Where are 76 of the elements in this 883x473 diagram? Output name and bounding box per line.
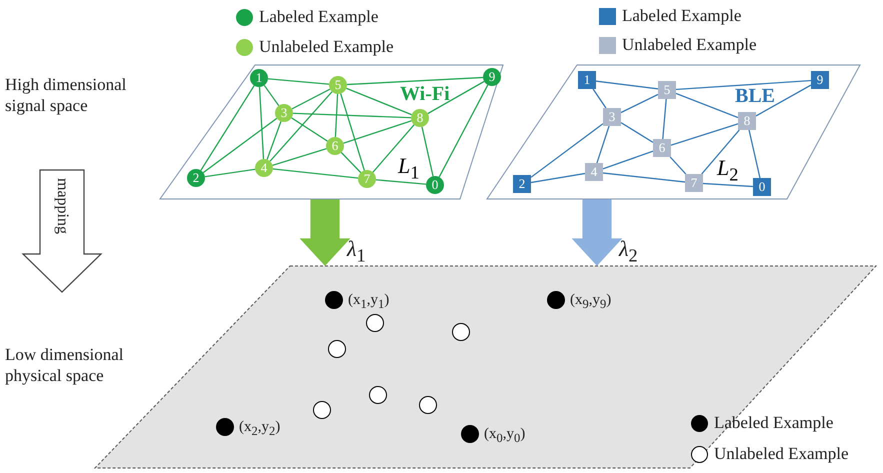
graph-edge bbox=[701, 130, 740, 174]
graph-edge bbox=[272, 148, 327, 166]
graph-edge bbox=[346, 76, 484, 86]
graph-edge bbox=[372, 124, 415, 173]
legend-text: Unlabeled Example bbox=[259, 36, 394, 58]
graph-edge bbox=[264, 84, 280, 106]
edge-label: mapping bbox=[53, 178, 72, 234]
graph-edge bbox=[334, 94, 338, 138]
graph-edge bbox=[291, 117, 328, 142]
graph-node: 0 bbox=[753, 178, 771, 196]
graph-edge bbox=[340, 152, 362, 173]
coordinate-label: (x$_{1}$,y$_{1}$) bbox=[348, 291, 390, 313]
graph-edge bbox=[592, 88, 606, 108]
graph-edge bbox=[530, 123, 604, 178]
graph-label: L$_{2}$ bbox=[717, 154, 738, 186]
graph-edge bbox=[602, 172, 686, 183]
plane-title: Wi-Fi bbox=[400, 82, 450, 107]
graph-edge bbox=[620, 94, 658, 114]
graph-edge bbox=[292, 112, 412, 118]
graph-edge bbox=[596, 126, 610, 164]
graph-node: 1 bbox=[578, 71, 596, 89]
graph-edge bbox=[596, 80, 658, 90]
graph-edge bbox=[620, 122, 654, 143]
graph-node: 9 bbox=[811, 71, 829, 89]
plane-title: BLE bbox=[735, 84, 776, 109]
graph-edge bbox=[266, 121, 282, 160]
graph-edge bbox=[272, 168, 358, 179]
graph-edge bbox=[376, 179, 426, 185]
graph-node: 6 bbox=[653, 139, 671, 157]
edge-label: λ$_{2}$ bbox=[619, 235, 638, 268]
graph-node: 2 bbox=[513, 175, 531, 193]
graph-edge bbox=[676, 92, 738, 118]
block-arrow bbox=[572, 199, 622, 266]
graph-edge bbox=[756, 84, 812, 116]
graph-edge bbox=[200, 85, 255, 171]
coordinate-label: (x$_{0}$,y$_{0}$) bbox=[484, 425, 526, 447]
graph-edge bbox=[421, 126, 434, 176]
space-caption: High dimensional signal space bbox=[5, 74, 165, 170]
graph-label: L$_{1}$ bbox=[398, 152, 420, 184]
graph-edge bbox=[438, 84, 488, 178]
graph-edge bbox=[748, 130, 761, 178]
graph-edge bbox=[258, 86, 264, 160]
graph-node: 3 bbox=[603, 108, 621, 126]
graph-node: 8 bbox=[738, 112, 756, 130]
graph-edge bbox=[346, 88, 412, 116]
graph-edge bbox=[702, 182, 754, 188]
legend-text: Unlabeled Example bbox=[622, 34, 757, 56]
block-arrow bbox=[22, 169, 102, 293]
legend-text: Labeled Example bbox=[259, 6, 378, 28]
graph-edge bbox=[670, 156, 686, 174]
edge-label: λ$_{1}$ bbox=[347, 235, 366, 268]
graph-edge bbox=[428, 80, 484, 114]
graph-edge bbox=[343, 120, 412, 144]
graph-node: 5 bbox=[658, 81, 676, 99]
graph-edge bbox=[602, 150, 654, 170]
graph-edge bbox=[662, 98, 667, 140]
legend-text: Unlabeled Example bbox=[714, 443, 849, 464]
legend-text: Labeled Example bbox=[622, 5, 742, 26]
coordinate-label: (x$_{2}$,y$_{2}$) bbox=[239, 418, 280, 440]
graph-edge bbox=[202, 118, 278, 174]
coordinate-label: (x$_{9}$,y$_{9}$) bbox=[570, 291, 612, 313]
signal-space-plane bbox=[160, 64, 505, 200]
graph-edge bbox=[340, 93, 365, 171]
graph-node: 4 bbox=[585, 163, 603, 181]
graph-edge bbox=[670, 123, 738, 146]
graph-edge bbox=[270, 91, 332, 162]
graph-edge bbox=[530, 172, 586, 184]
graph-edge bbox=[204, 168, 256, 178]
signal-space-plane bbox=[487, 64, 862, 200]
graph-edge bbox=[676, 80, 812, 90]
graph-edge bbox=[268, 78, 330, 85]
graph-node: 7 bbox=[685, 174, 703, 192]
legend-text: Labeled Example bbox=[714, 412, 834, 434]
graph-edge bbox=[292, 88, 330, 110]
block-arrow bbox=[300, 199, 350, 266]
space-caption: Low dimensional physical space bbox=[5, 292, 165, 386]
